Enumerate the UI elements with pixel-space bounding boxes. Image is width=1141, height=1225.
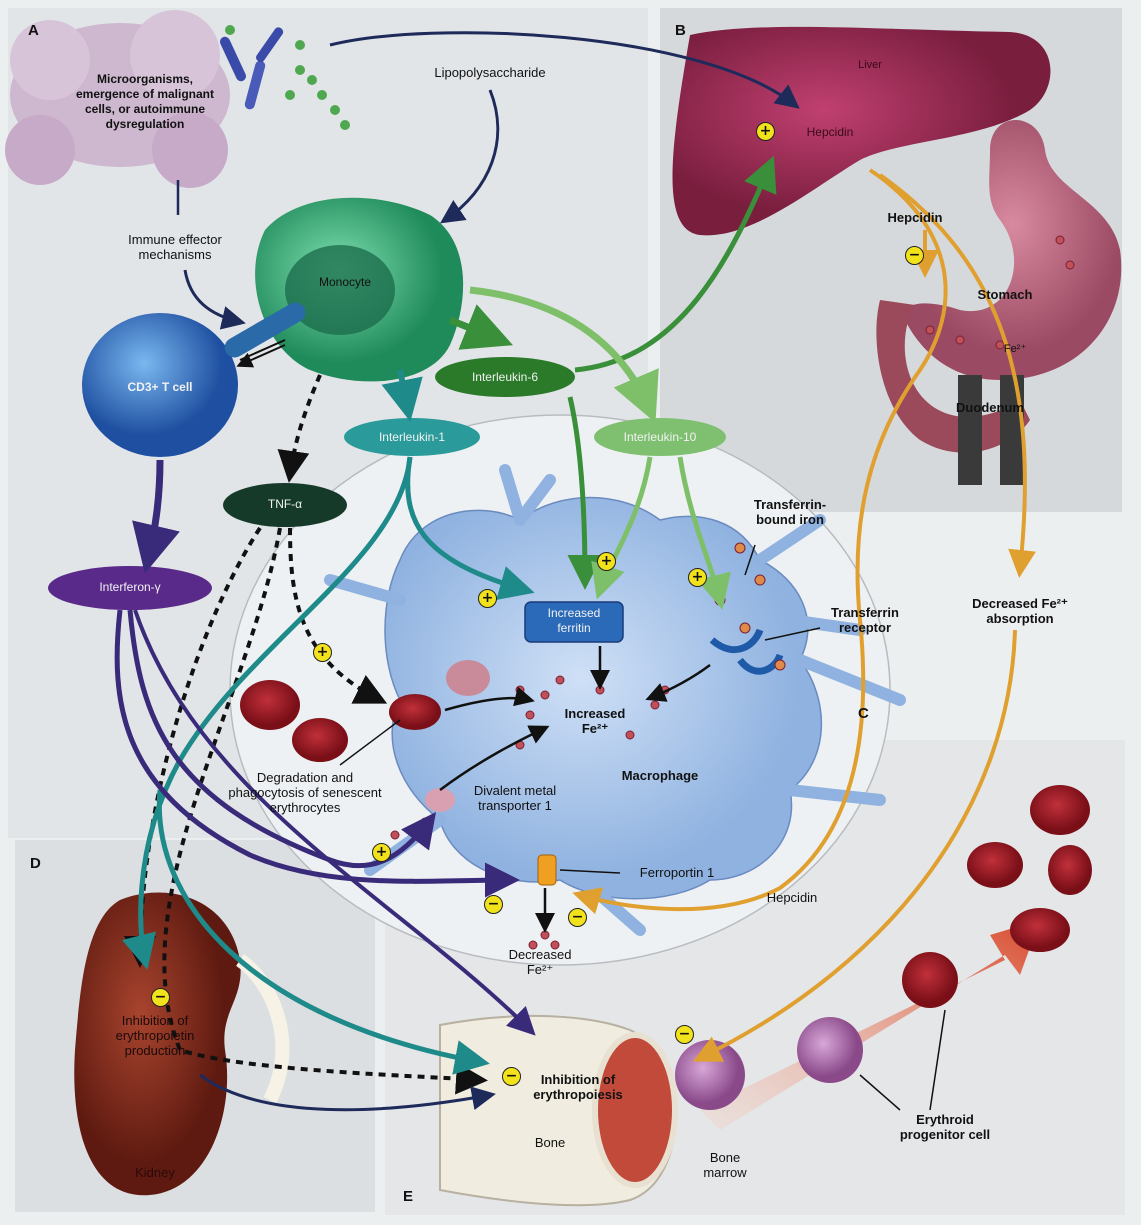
minus-sign-progenitor: −: [675, 1025, 694, 1044]
interferon-gamma-label: Interferon-γ: [70, 580, 190, 595]
plus-sign-liver: +: [756, 122, 775, 141]
degraded-erythrocyte: [446, 660, 490, 696]
liver-label: Liver: [840, 58, 900, 73]
transferrin-bound-iron-label: Transferrin- bound iron: [735, 497, 845, 527]
minus-sign-ferroportin-left: −: [484, 895, 503, 914]
transferrin-receptor-label: Transferrin receptor: [815, 605, 915, 635]
plus-sign-il10: +: [688, 568, 707, 587]
degradation-label: Degradation and phagocytosis of senescen…: [205, 770, 405, 815]
hepcidin-label: Hepcidin: [875, 210, 955, 225]
stomach-iron-label: Fe²⁺: [995, 342, 1035, 357]
bone-label: Bone: [520, 1135, 580, 1150]
inhibition-erythropoiesis-label: Inhibition of erythropoiesis: [518, 1072, 638, 1102]
minus-sign-ferroportin-right: −: [568, 908, 587, 927]
kidney-label: Kidney: [115, 1165, 195, 1180]
stomach-stand-left: [958, 375, 982, 485]
panel-label-e: E: [403, 1188, 413, 1205]
monocyte-label: Monocyte: [300, 275, 390, 290]
erythrocyte: [967, 842, 1023, 888]
ferroportin-label: Ferroportin 1: [622, 865, 732, 880]
stomach-stand-right: [1000, 375, 1024, 485]
decreased-iron-label: Decreased Fe²⁺: [490, 947, 590, 977]
macrophage-label: Macrophage: [605, 768, 715, 783]
tnf-alpha-label: TNF-α: [245, 497, 325, 512]
erythrocyte: [240, 680, 300, 730]
panel-label-b: B: [675, 22, 686, 39]
plus-sign-dmt1: +: [372, 843, 391, 862]
panel-label-d: D: [30, 855, 41, 872]
stomach-label: Stomach: [960, 287, 1050, 302]
panel-label-a: A: [28, 22, 39, 39]
dmt1-label: Divalent metal transporter 1: [455, 783, 575, 813]
interleukin-6-label: Interleukin-6: [445, 370, 565, 385]
erythroid-progenitor-cell-1: [675, 1040, 745, 1110]
erythroid-progenitor-label: Erythroid progenitor cell: [880, 1112, 1010, 1142]
maturing-erythrocyte: [902, 952, 958, 1008]
decreased-absorption-label: Decreased Fe²⁺ absorption: [950, 596, 1090, 626]
erythrocyte: [292, 718, 348, 762]
microorganisms-label: Microorganisms, emergence of malignant c…: [55, 72, 235, 132]
hepcidin-liver-label: Hepcidin: [790, 125, 870, 140]
immune-effector-label: Immune effector mechanisms: [95, 232, 255, 262]
plus-sign-tnf: +: [313, 643, 332, 662]
minus-sign-hepcidin: −: [905, 246, 924, 265]
interleukin-1-label: Interleukin-1: [352, 430, 472, 445]
erythrocyte: [1048, 845, 1092, 895]
minus-sign-erythropoiesis: −: [502, 1067, 521, 1086]
interleukin-10-label: Interleukin-10: [600, 430, 720, 445]
dmt1-vesicle: [425, 788, 455, 812]
ferroportin-channel: [538, 855, 556, 885]
erythrocyte: [1030, 785, 1090, 835]
bone-marrow-shape: [595, 1035, 675, 1185]
erythrocyte: [389, 694, 441, 730]
duodenum-label: Duodenum: [935, 400, 1045, 415]
plus-sign-il1: +: [478, 589, 497, 608]
plus-sign-il6: +: [597, 552, 616, 571]
lipopolysaccharide-label: Lipopolysaccharide: [405, 65, 575, 80]
bone-marrow-label: Bone marrow: [690, 1150, 760, 1180]
cd3-t-cell-label: CD3+ T cell: [100, 380, 220, 395]
inhibition-epo-label: Inhibition of erythropoietin production: [95, 1013, 215, 1058]
erythroid-progenitor-cell-2: [797, 1017, 863, 1083]
hepcidin-macrophage-label: Hepcidin: [752, 890, 832, 905]
minus-sign-epo: −: [151, 988, 170, 1007]
panel-label-c: C: [858, 705, 869, 722]
increased-iron-label: Increased Fe²⁺: [545, 706, 645, 736]
erythrocyte: [1010, 908, 1070, 952]
increased-ferritin-label: Increased ferritin: [528, 606, 620, 636]
